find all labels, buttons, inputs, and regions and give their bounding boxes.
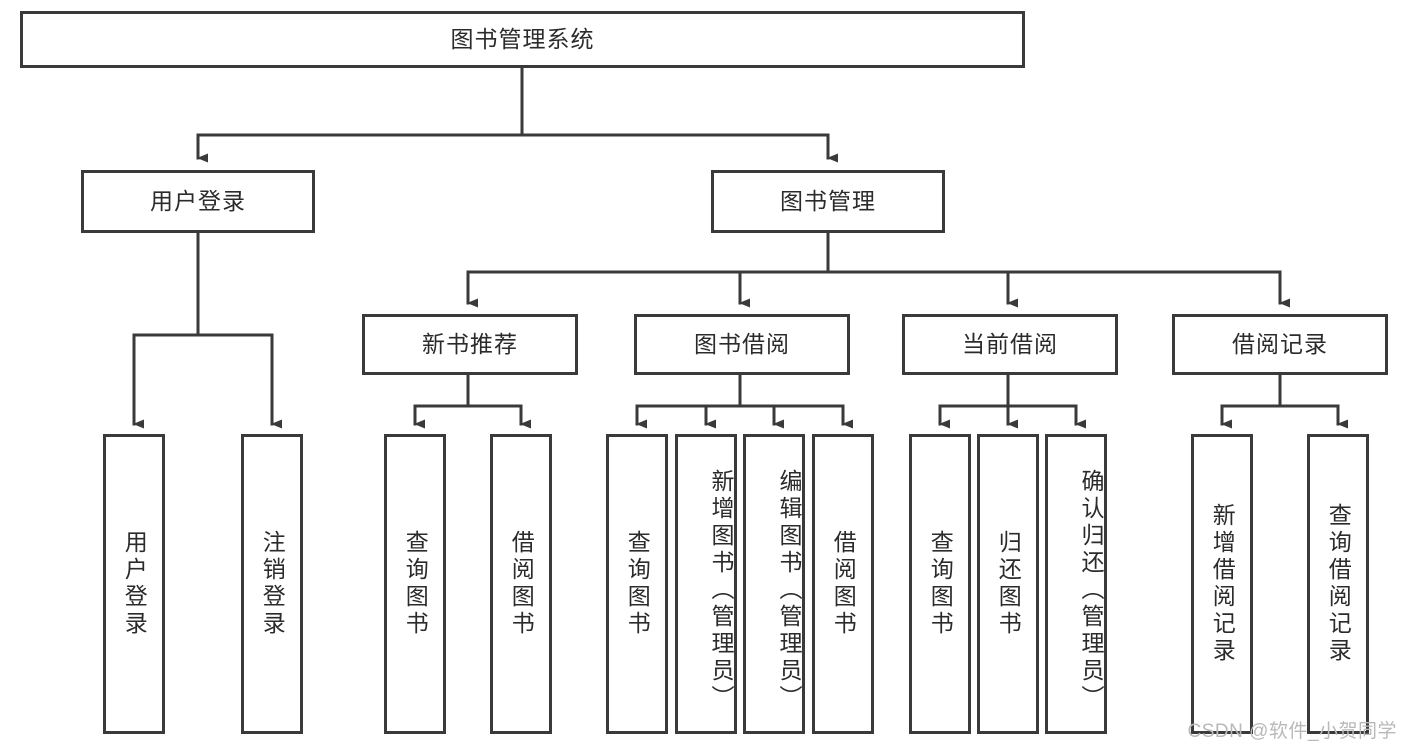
node-leaf-query-book-2[interactable]: 查询图书 [606, 434, 668, 734]
node-leaf-logout-login[interactable]: 注销登录 [241, 434, 303, 734]
node-root-system[interactable]: 图书管理系统 [20, 11, 1025, 68]
node-leaf-user-login[interactable]: 用户登录 [103, 434, 165, 734]
node-leaf-borrow-book-1[interactable]: 借阅图书 [490, 434, 552, 734]
node-new-book-recommend[interactable]: 新书推荐 [362, 314, 578, 375]
node-book-borrow[interactable]: 图书借阅 [634, 314, 850, 375]
node-leaf-query-borrow-record[interactable]: 查询借阅记录 [1307, 434, 1369, 734]
node-leaf-add-book-admin[interactable]: 新增图书（管理员） [675, 434, 737, 734]
node-leaf-confirm-return-admin[interactable]: 确认归还（管理员） [1045, 434, 1107, 734]
node-leaf-edit-book-admin[interactable]: 编辑图书（管理员） [743, 434, 805, 734]
node-leaf-return-book[interactable]: 归还图书 [977, 434, 1039, 734]
node-user-login[interactable]: 用户登录 [81, 170, 315, 233]
node-borrow-record[interactable]: 借阅记录 [1172, 314, 1388, 375]
node-book-management[interactable]: 图书管理 [711, 170, 945, 233]
node-current-borrow[interactable]: 当前借阅 [902, 314, 1118, 375]
node-leaf-borrow-book-2[interactable]: 借阅图书 [812, 434, 874, 734]
node-leaf-query-book-1[interactable]: 查询图书 [384, 434, 446, 734]
node-leaf-add-borrow-record[interactable]: 新增借阅记录 [1191, 434, 1253, 734]
node-leaf-query-book-3[interactable]: 查询图书 [909, 434, 971, 734]
